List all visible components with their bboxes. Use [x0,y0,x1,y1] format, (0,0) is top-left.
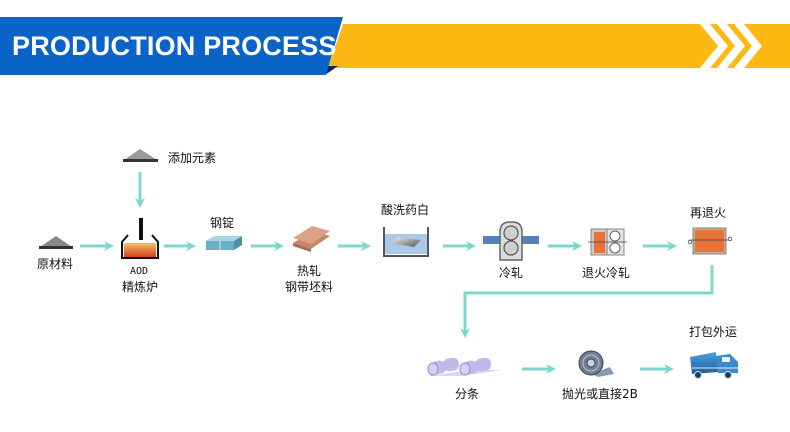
banner-graphic [0,17,790,75]
step-label-re-anneal: 再退火 [690,206,727,220]
step-label-pickling: 酸洗药白 [381,203,430,217]
banner-fold-shadow [325,66,338,75]
step-label-slitting: 分条 [455,387,480,401]
steel-coil-icon [578,350,614,377]
raw-material-pile-icon [39,236,73,249]
re-anneal-furnace-icon [687,227,733,255]
hot-rolled-slab-icon [293,226,330,252]
pickling-tank-icon [383,227,429,257]
anneal-cold-roll-icon [588,228,627,256]
step-label-ship: 打包外运 [689,325,738,339]
step-label-aod: AOD [130,266,149,277]
ingot-icon [206,236,242,250]
additive-pile-icon [123,149,158,162]
header-banner: PRODUCTION PROCESS [0,0,790,90]
step-label-raw-material: 原材料 [37,257,74,271]
step-label-ingot: 钢锭 [210,216,235,230]
banner-blue-band [0,17,343,75]
cold-roll-mill-icon [483,221,539,261]
truck-icon [690,352,738,379]
step-label-hot-roll-slab: 钢带坯料 [285,280,334,294]
slitting-coils-icon [427,357,502,376]
connector-reanneal-to-slitting [460,265,714,338]
step-label-additive: 添加元素 [168,151,217,165]
aod-furnace-icon [121,218,159,259]
step-label-anneal-cold-roll: 退火冷轧 [582,266,631,280]
step-label-hot-roll: 热轧 [297,264,322,278]
step-label-aod-furnace: 精炼炉 [122,280,159,294]
banner-yellow-band [328,24,790,68]
step-label-polish: 抛光或直接2B [562,387,638,401]
step-label-cold-roll: 冷轧 [499,266,524,280]
page-title: PRODUCTION PROCESS [12,31,337,61]
chevrons-icon [700,24,762,68]
